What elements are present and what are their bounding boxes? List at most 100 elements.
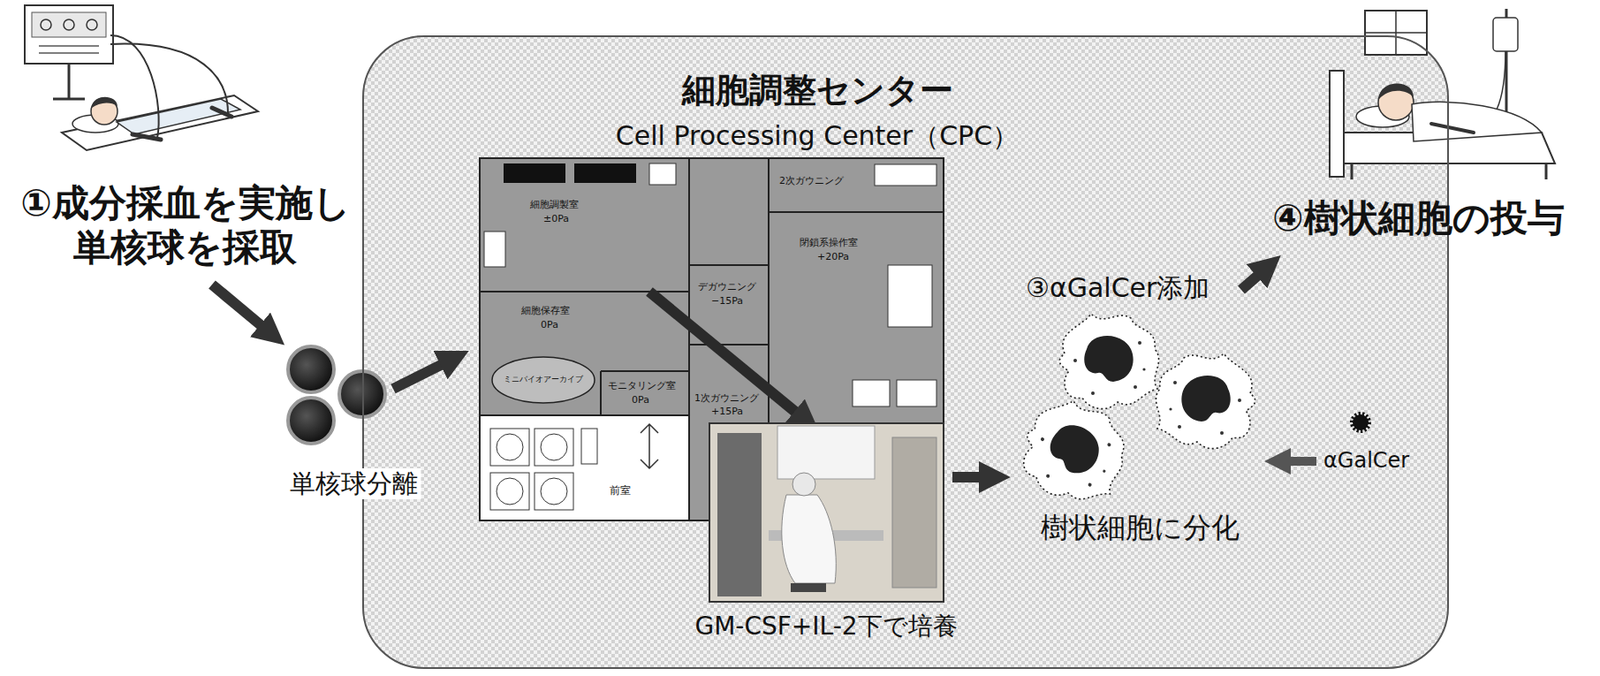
patient-bed-illustration [1329, 8, 1555, 180]
floor-plan [640, 424, 659, 469]
floor-plan [649, 163, 676, 185]
lab-photo [717, 432, 762, 597]
caption: 単核球分離 [286, 468, 422, 500]
step-label: ①成分採血を実施し 単核球を採取 [11, 181, 361, 271]
dendritic-cells [1155, 353, 1255, 449]
equipment-label: ミニバイオアーカイブ [503, 374, 584, 385]
room-label: 閉鎖系操作室 [799, 236, 858, 249]
floor-plan [492, 356, 595, 403]
flow-arrow [952, 471, 986, 483]
room-label: 細胞調製室 [530, 198, 579, 211]
lab-photo [790, 583, 827, 592]
floor-plan [479, 158, 944, 424]
apheresis-illustration [116, 98, 241, 135]
pressure-label: 0Pa [540, 318, 559, 331]
cpc-ground [362, 35, 1449, 669]
lab-photo [709, 423, 944, 602]
room-label: モニタリング室 [607, 379, 676, 392]
room-label: 1次ガウニング [694, 392, 759, 404]
apheresis-illustration [31, 12, 107, 38]
pressure-label: ±0Pa [543, 212, 569, 225]
room-label: 細胞保存室 [521, 304, 570, 317]
lab-photo [709, 423, 944, 602]
dendritic-cells [1011, 389, 1138, 514]
floor-plan [534, 428, 574, 466]
apheresis-illustration [91, 97, 118, 108]
floor-plan [896, 379, 937, 407]
dendritic-cells [1011, 313, 1256, 514]
caption: 樹状細胞に分化 [1040, 510, 1240, 545]
step-label: ③αGalCer添加 [1025, 272, 1210, 304]
floor-plan [887, 265, 933, 327]
reagent-label: αGalCer [1323, 447, 1410, 474]
apheresis-illustration [24, 5, 114, 64]
room-label: 2次ガウニング [779, 174, 844, 187]
caption: 樹状細胞に分化 [1040, 510, 1240, 545]
room-label: 1次ガウニング [694, 392, 759, 404]
pressure-label: ±0Pa [543, 212, 569, 225]
pressure-label: −15Pa [711, 295, 744, 307]
pressure-label: −15Pa [711, 295, 744, 307]
apheresis-illustration [53, 63, 85, 99]
step-label: ④樹状細胞の投与 [1272, 196, 1565, 241]
floor-plan [484, 231, 506, 267]
floor-plan [581, 428, 598, 464]
room-label: 前室 [609, 484, 631, 497]
caption: GM-CSF+IL-2下で培養 [694, 611, 957, 642]
floor-plan [490, 472, 530, 510]
room-label: モニタリング室 [607, 379, 676, 392]
floor-plan [490, 428, 530, 466]
apheresis-illustration [40, 19, 52, 31]
cpc-region: 細胞調整センターCell Processing Center（CPC） [362, 35, 1449, 669]
floor-plan [479, 415, 690, 521]
flow-arrow [393, 362, 447, 389]
pressure-label: 0Pa [540, 318, 559, 331]
patient-bed-illustration [1431, 123, 1474, 133]
pressure-label: +20Pa [817, 250, 850, 263]
lab-photo [892, 437, 937, 588]
caption: 単核球分離 [286, 468, 422, 500]
floor-plan [496, 433, 524, 461]
floor-plan [852, 379, 890, 407]
mononuclear-cells [288, 346, 386, 444]
mononuclear-cells [288, 346, 334, 393]
apheresis-illustration [38, 45, 99, 54]
agalcer-symbol [1285, 456, 1317, 466]
room-label: 細胞調製室 [530, 198, 579, 211]
patient-bed-illustration [1329, 70, 1344, 177]
floor-plan [874, 164, 937, 186]
step-label: ③αGalCer添加 [1025, 272, 1210, 304]
patient-bed-illustration [1493, 17, 1518, 52]
lab-photo [781, 494, 837, 584]
apheresis-illustration [110, 35, 160, 138]
dendritic-cells [1059, 313, 1159, 410]
pressure-label: +20Pa [817, 250, 850, 263]
pressure-label: 0Pa [631, 394, 650, 406]
apheresis-illustration [61, 95, 258, 151]
floor-plan [503, 163, 566, 183]
pressure-label: +15Pa [711, 405, 744, 418]
pressure-label: 0Pa [631, 394, 650, 406]
floor-plan [574, 163, 637, 183]
patient-bed-illustration [1364, 10, 1427, 55]
floor-plan [649, 291, 800, 416]
reagent-label: αGalCer [1323, 447, 1410, 474]
patient-bed-illustration [1364, 10, 1427, 55]
floor-plan [540, 433, 568, 461]
room-label: デガウニング [697, 280, 757, 293]
flow-arrow [1241, 272, 1262, 290]
agalcer-symbol [1352, 414, 1369, 431]
apheresis-illustration [24, 5, 258, 151]
step-label: ④樹状細胞の投与 [1272, 196, 1565, 241]
floor-plan [496, 477, 524, 505]
apheresis-illustration [63, 19, 75, 31]
apheresis-illustration [86, 19, 98, 31]
room-label: 閉鎖系操作室 [799, 236, 858, 249]
lab-photo [777, 425, 875, 479]
lab-photo [792, 472, 816, 496]
equipment-label: ミニバイオアーカイブ [503, 374, 584, 385]
room-label: 細胞保存室 [521, 304, 570, 317]
step-label: ①成分採血を実施し 単核球を採取 [11, 181, 361, 271]
region-subtitle: Cell Processing Center（CPC） [615, 120, 1019, 152]
